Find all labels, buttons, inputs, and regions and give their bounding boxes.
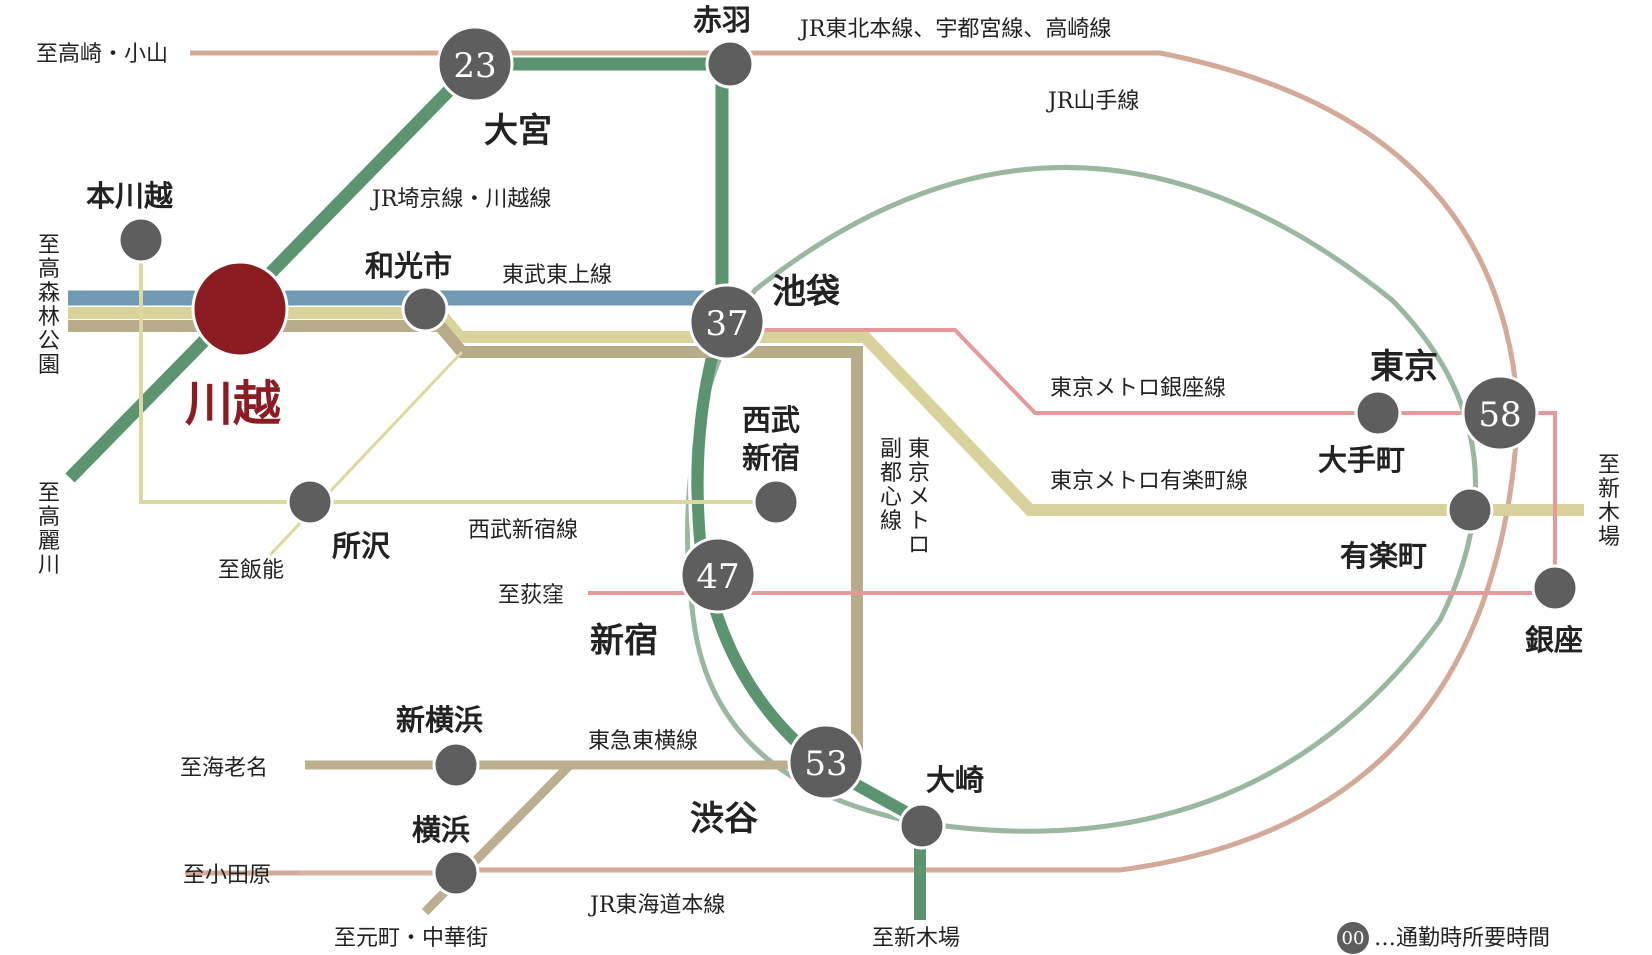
label-omiya: 大宮 xyxy=(484,111,552,151)
label-ginza: 銀座 xyxy=(1525,623,1583,657)
station-seibu-shinjuku[interactable] xyxy=(752,478,800,526)
station-osaki[interactable] xyxy=(898,802,946,850)
label-seibu-shinjuku: 西武 新宿 xyxy=(742,403,810,475)
label-ikebukuro: 池袋 xyxy=(772,272,840,312)
legend-text: …通勤時所要時間 xyxy=(1374,926,1550,951)
dest-takasaka-shinrin: 至高森林公園 xyxy=(38,233,60,378)
time-badge-shibuya[interactable] xyxy=(787,723,865,801)
label-tokyo: 東京 xyxy=(1370,347,1438,387)
station-kawagoe[interactable] xyxy=(191,260,289,358)
line-labels: JR東北本線、宇都宮線、高崎線 JR山手線 JR埼京線・川越線 東武東上線 東京… xyxy=(370,17,1248,918)
station-yurakucho[interactable] xyxy=(1446,486,1494,534)
line-metro-yurakucho xyxy=(68,307,1584,516)
label-shinjuku: 新宿 xyxy=(590,621,658,661)
station-ginza[interactable] xyxy=(1531,564,1579,612)
time-badges: 23 37 47 53 58 xyxy=(436,25,1539,801)
label-otemachi: 大手町 xyxy=(1318,443,1405,477)
label-kawagoe: 川越 xyxy=(185,376,282,432)
dest-takasaki-oyama: 至高崎・小山 xyxy=(36,42,168,67)
stations xyxy=(117,39,1579,897)
label-line-ginza: 東京メトロ銀座線 xyxy=(1050,376,1226,401)
label-shibuya: 渋谷 xyxy=(690,799,758,839)
legend-badge-text: 00 xyxy=(1342,928,1365,949)
time-badge-omiya[interactable] xyxy=(436,25,514,103)
label-seibu-shinjuku-l2: 新宿 xyxy=(742,441,800,475)
dest-odawara: 至小田原 xyxy=(183,863,271,888)
time-badge-ikebukuro[interactable] xyxy=(688,283,766,361)
time-shibuya: 53 xyxy=(804,744,847,784)
legend: 00 …通勤時所要時間 xyxy=(1337,922,1550,954)
label-yurakucho: 有楽町 xyxy=(1340,539,1427,573)
label-line-fukutoshin-col1: 東京メトロ xyxy=(908,437,930,558)
label-akabane: 赤羽 xyxy=(693,3,751,37)
time-badge-shinjuku[interactable] xyxy=(679,536,757,614)
station-shin-yokohama[interactable] xyxy=(432,741,480,789)
dest-shinkiba-bottom: 至新木場 xyxy=(872,926,960,951)
dest-ogikubo: 至荻窪 xyxy=(498,583,564,608)
label-line-toyoko: 東急東横線 xyxy=(588,729,698,754)
label-yokohama: 横浜 xyxy=(412,813,470,847)
legend-badge xyxy=(1337,922,1369,954)
dest-shinkiba-right: 至新木場 xyxy=(1598,453,1620,550)
line-jr-yamanote xyxy=(685,165,1479,834)
label-line-tokaido: JR東海道本線 xyxy=(588,893,725,918)
station-yokohama[interactable] xyxy=(432,849,480,897)
station-labels: 川越 大宮 赤羽 本川越 和光市 池袋 東京 大手町 有楽町 西武 新宿 所沢 … xyxy=(86,3,1583,847)
station-tokorozawa[interactable] xyxy=(286,478,334,526)
time-omiya: 23 xyxy=(453,46,496,86)
label-line-tohoku: JR東北本線、宇都宮線、高崎線 xyxy=(798,17,1111,42)
time-shinjuku: 47 xyxy=(696,557,739,597)
dest-komagawa: 至高麗川 xyxy=(38,481,60,578)
label-osaki: 大崎 xyxy=(926,763,984,797)
label-tokorozawa: 所沢 xyxy=(332,529,391,563)
label-wakoshi: 和光市 xyxy=(365,249,452,283)
dest-motomachi: 至元町・中華街 xyxy=(334,926,488,951)
label-line-saikyo: JR埼京線・川越線 xyxy=(370,187,551,212)
time-ikebukuro: 37 xyxy=(705,304,748,344)
station-akabane[interactable] xyxy=(705,39,755,89)
station-wakoshi[interactable] xyxy=(401,285,449,333)
label-shin-yokohama: 新横浜 xyxy=(396,703,483,737)
time-tokyo: 58 xyxy=(1478,395,1521,435)
label-line-tojo: 東武東上線 xyxy=(502,263,612,288)
dest-hanno: 至飯能 xyxy=(218,558,284,583)
label-line-yamanote: JR山手線 xyxy=(1046,89,1139,114)
station-otemachi[interactable] xyxy=(1354,389,1402,437)
label-hon-kawagoe: 本川越 xyxy=(86,179,174,213)
station-hon-kawagoe[interactable] xyxy=(117,216,165,264)
label-line-fukutoshin-col2: 副都心線 xyxy=(880,437,902,534)
dest-ebina: 至海老名 xyxy=(180,756,268,781)
destination-labels: 至高崎・小山 至飯能 至荻窪 至海老名 至小田原 至元町・中華街 至新木場 至高… xyxy=(36,42,1620,951)
label-seibu-shinjuku-l1: 西武 xyxy=(742,403,800,437)
label-line-yurakucho: 東京メトロ有楽町線 xyxy=(1050,469,1248,494)
time-badge-tokyo[interactable] xyxy=(1461,374,1539,452)
label-line-seibu-shinjuku: 西武新宿線 xyxy=(468,518,578,543)
